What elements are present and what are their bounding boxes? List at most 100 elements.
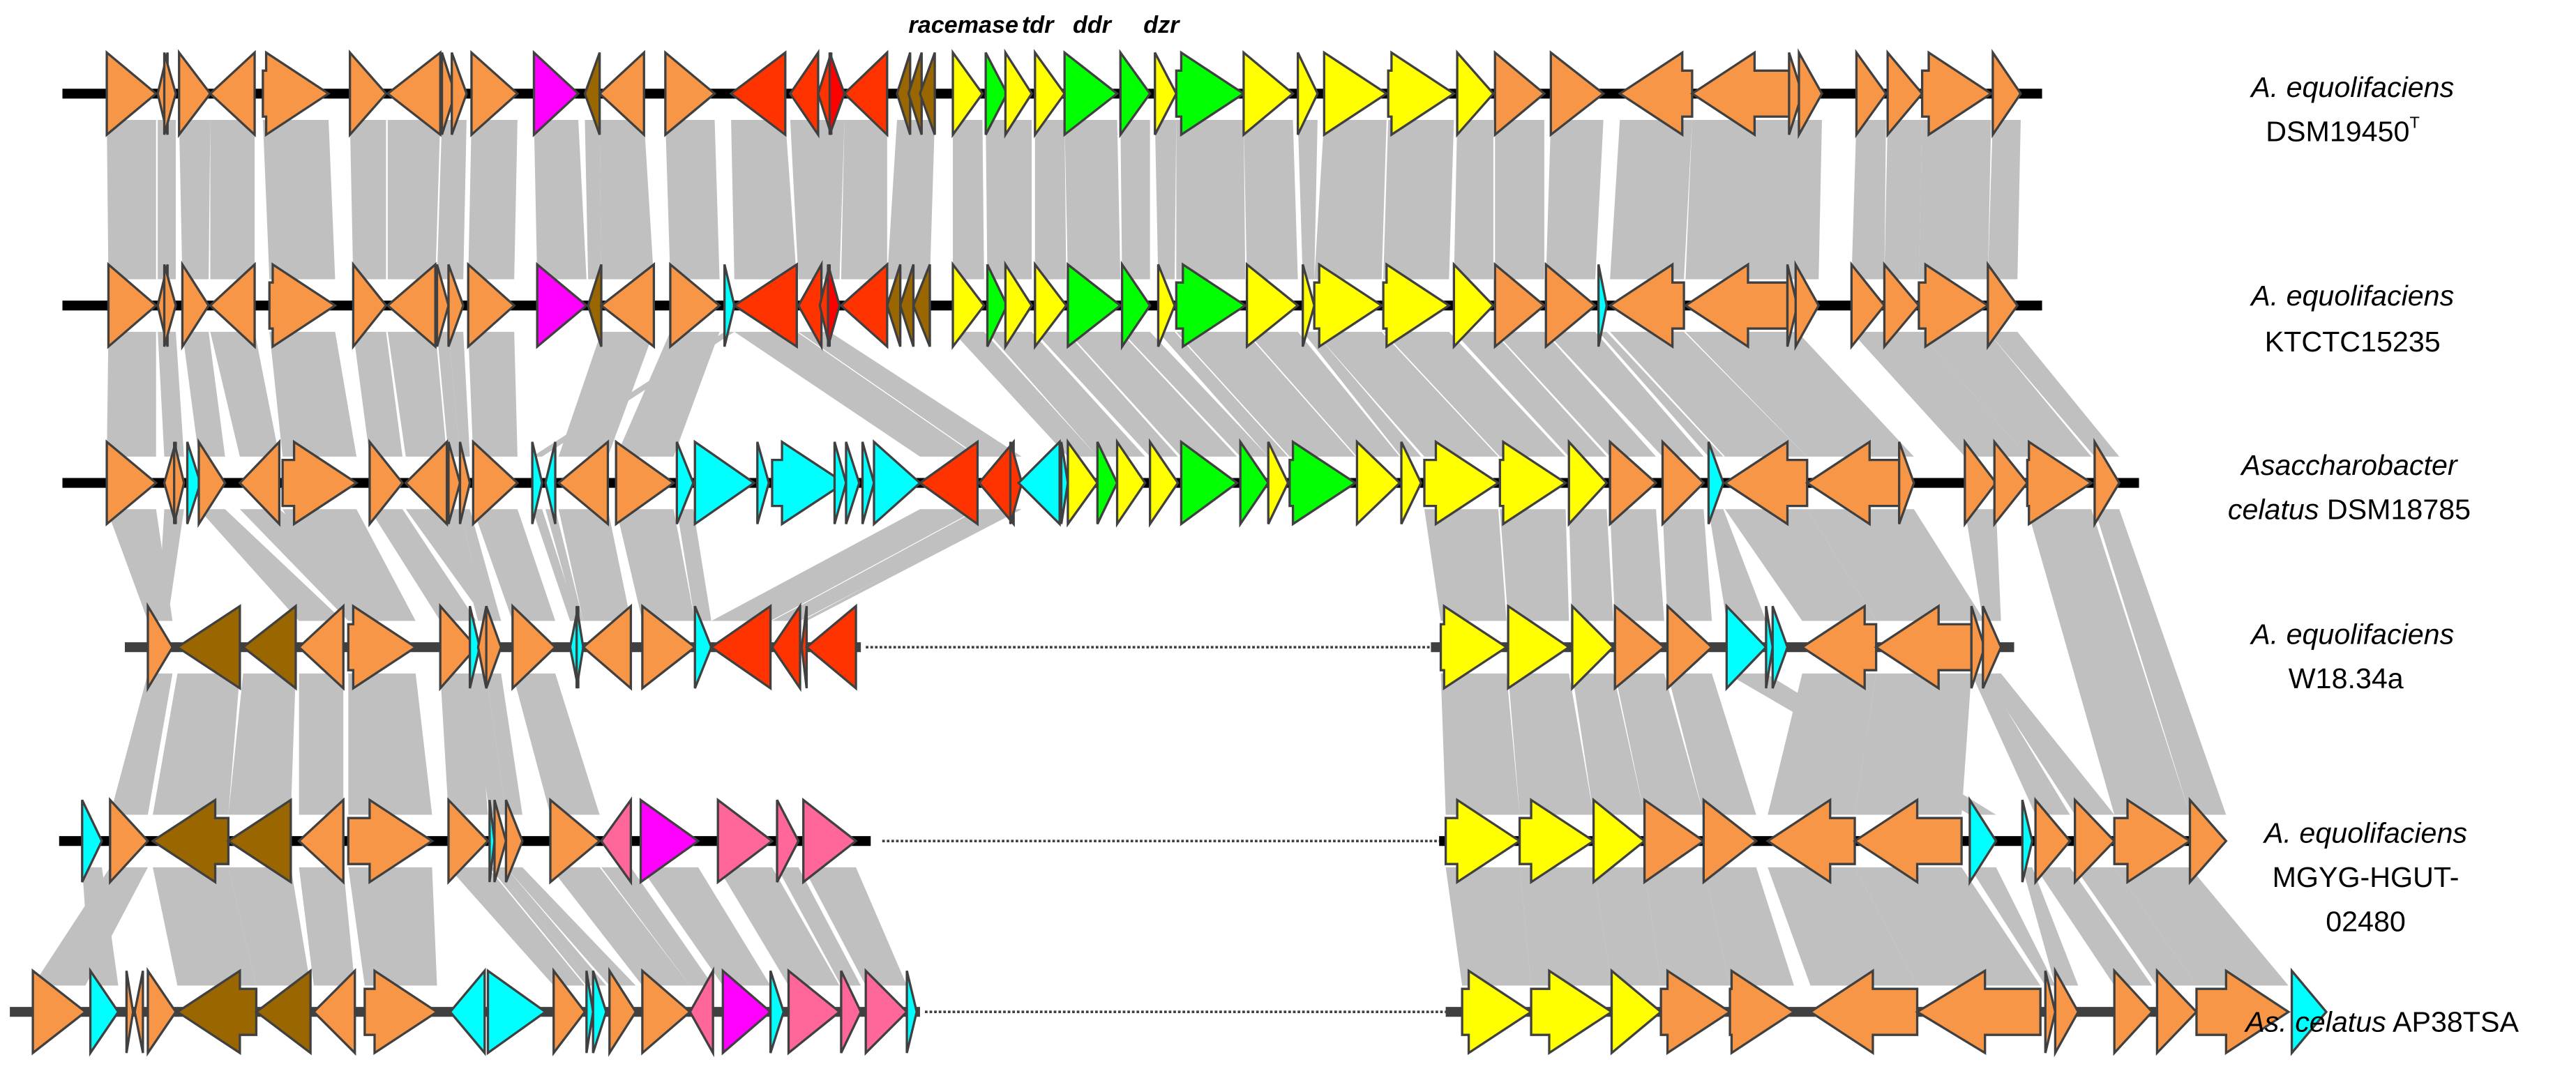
homology-link — [1969, 867, 2056, 986]
strain-label-r1-line2: DSM19450T — [2266, 114, 2420, 148]
gene-arrow-cyan — [1771, 605, 1789, 689]
homology-link — [731, 119, 797, 280]
homology-link — [1610, 509, 1664, 621]
strain-label-r5: A. equolifaciens — [2262, 817, 2467, 849]
homology-link — [299, 867, 355, 986]
gene-arrow-yellow — [1444, 798, 1522, 885]
gene-arrow-cyan — [1060, 441, 1069, 524]
gene-arrow-orange — [146, 966, 178, 1057]
homology-link — [677, 509, 711, 621]
strain-label-r6: As. celatus AP38TSA — [2243, 1005, 2519, 1038]
homology-link — [1685, 119, 1791, 280]
homology-link — [299, 673, 344, 815]
gene-arrow-orange — [312, 968, 356, 1056]
gene-arrow-yellow — [1571, 603, 1615, 692]
strain-label-r5-line2: MGYG-HGUT- — [2273, 861, 2460, 893]
homology-link — [1987, 119, 2021, 280]
homology-link — [986, 119, 1007, 280]
strain-label-r2-line2: KTCTC15235 — [2265, 326, 2441, 358]
gene-arrow-brown — [175, 604, 241, 691]
gene-arrow-yellow — [1067, 438, 1099, 528]
gene-arrow-orange — [262, 50, 331, 137]
gene-arrow-brown — [907, 52, 923, 135]
homology-link — [2035, 867, 2153, 986]
gene-arrow-yellow — [1567, 439, 1609, 527]
gene-arrow-orange — [209, 50, 256, 137]
homology-link — [1302, 331, 1422, 457]
homology-link — [1662, 509, 1712, 621]
gene-arrow-orange — [2113, 968, 2154, 1056]
gene-arrow-yellow — [1439, 604, 1509, 691]
gene-arrow-orange — [1661, 439, 1705, 527]
homology-link — [1964, 509, 2001, 621]
homology-link — [153, 867, 257, 986]
homology-link — [283, 509, 416, 621]
homology-link — [473, 509, 556, 621]
homology-link — [107, 331, 156, 457]
gene-arrow-cyan — [771, 439, 847, 526]
gene-arrow-orange — [178, 49, 212, 139]
homology-link — [1855, 673, 1972, 815]
gene-arrow-orange — [1493, 50, 1546, 137]
gene-arrow-orange — [1702, 797, 1758, 885]
homology-link — [1615, 673, 1704, 815]
gene-arrow-orange — [1800, 604, 1878, 691]
gene-arrow-orange — [281, 439, 359, 526]
gene-label-ddr: ddr — [1073, 12, 1113, 38]
gene-arrow-orange — [485, 605, 503, 689]
gene-arrow-orange — [1850, 261, 1886, 350]
homology-link — [387, 119, 441, 280]
gene-arrow-orange — [1993, 439, 2029, 528]
homology-link — [1064, 119, 1121, 280]
homology-link — [110, 673, 173, 815]
homology-link — [1154, 119, 1177, 280]
gene-arrow-cyan — [89, 966, 120, 1057]
gene-arrow-yellow — [1518, 798, 1596, 885]
homology-link — [545, 509, 584, 621]
gene-arrow-cyan — [1968, 796, 1998, 886]
gene-arrow-green — [1119, 49, 1152, 139]
homology-link — [198, 509, 344, 621]
homology-link — [228, 867, 311, 986]
gene-arrow-green — [1063, 50, 1120, 137]
gene-arrow-orange — [1798, 48, 1823, 139]
homology-link — [1768, 673, 1876, 815]
homology-link — [820, 331, 1022, 457]
gene-arrow-yellow — [1004, 260, 1034, 351]
homology-link — [1982, 673, 2115, 815]
strain-label-r4-line2: W18.34a — [2289, 662, 2404, 694]
strain-label-r4: A. equolifaciens — [2249, 618, 2454, 650]
gene-arrow-orange — [1920, 50, 1994, 137]
gene-arrow-pink — [688, 966, 714, 1058]
gene-arrow-yellow — [1302, 264, 1316, 347]
gene-arrow-orange — [1643, 798, 1706, 885]
gene-arrow-green — [1175, 50, 1246, 137]
gene-arrow-green — [1288, 439, 1358, 526]
homology-link — [179, 119, 211, 280]
gene-arrow-orange — [2188, 796, 2228, 886]
gene-arrow-magenta — [639, 798, 700, 885]
homology-link — [1246, 331, 1400, 457]
gene-arrow-pink — [840, 970, 862, 1054]
gene-arrow-cyan — [1725, 603, 1768, 692]
gene-arrow-orange — [268, 262, 338, 349]
gene-arrow-orange — [1613, 603, 1666, 691]
gene-arrow-pink — [599, 796, 633, 886]
homology-link — [460, 509, 502, 621]
gene-arrow-orange — [549, 797, 602, 885]
homology-link — [1383, 119, 1454, 280]
homology-link — [349, 119, 386, 280]
gene-arrow-cyan — [693, 605, 713, 689]
gene-arrow-orange — [347, 604, 418, 691]
gene-arrow-cyan — [592, 970, 608, 1054]
gene-arrow-orange — [581, 603, 633, 691]
homology-link — [348, 867, 437, 986]
gene-arrow-orange — [1788, 52, 1804, 135]
homology-link — [437, 119, 455, 280]
homology-link — [718, 867, 840, 986]
homology-link — [387, 331, 447, 457]
gene-arrow-orange — [352, 261, 388, 350]
gene-arrow-orange — [1609, 439, 1658, 527]
gene-arrow-orange — [368, 439, 405, 528]
